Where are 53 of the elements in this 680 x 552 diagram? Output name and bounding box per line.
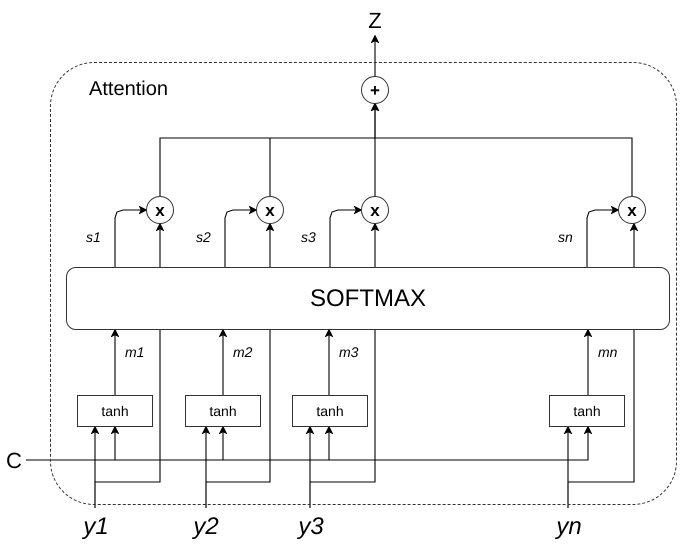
node-label: tanh xyxy=(101,403,129,419)
operator-circle xyxy=(361,76,389,104)
tanh-box xyxy=(292,395,368,427)
arrow xyxy=(324,328,334,395)
operator-circle xyxy=(361,196,389,224)
arrow xyxy=(218,328,228,395)
operator-circle xyxy=(256,196,284,224)
softmax-box xyxy=(66,267,670,330)
input-label: y2 xyxy=(190,508,222,546)
connector-line xyxy=(309,330,376,508)
arrow xyxy=(630,222,638,267)
arrow xyxy=(266,222,274,267)
operator-symbol: x xyxy=(265,202,275,218)
input-label: C xyxy=(2,447,26,475)
operator-symbol: x xyxy=(155,202,165,218)
input-label: y1 xyxy=(80,508,112,546)
arrow xyxy=(110,328,120,395)
tanh-box xyxy=(549,395,625,427)
tanh-box xyxy=(185,395,261,427)
operator-symbol: + xyxy=(370,82,380,98)
group-title: Attention xyxy=(89,78,168,101)
arrow xyxy=(26,426,592,461)
dashed-container xyxy=(50,62,677,505)
edge-label: s3 xyxy=(300,229,317,245)
arrow xyxy=(156,222,164,267)
arrow xyxy=(584,328,592,395)
arrow xyxy=(224,206,258,267)
arrow xyxy=(586,206,620,267)
edge-label: s1 xyxy=(85,229,102,245)
edge-label: m2 xyxy=(232,344,254,360)
output-label: Z xyxy=(363,6,387,36)
node-label: tanh xyxy=(316,403,344,419)
operator-circle xyxy=(618,196,646,224)
operator-circle xyxy=(146,196,174,224)
arrow xyxy=(114,206,148,267)
operator-symbol: x xyxy=(627,202,637,218)
arrow xyxy=(370,102,633,196)
node-label: SOFTMAX xyxy=(310,284,426,312)
edge-label: m3 xyxy=(338,344,360,360)
input-label: yn xyxy=(552,508,586,546)
tanh-box xyxy=(77,395,153,427)
connector-line xyxy=(94,330,161,508)
input-label: y3 xyxy=(295,508,327,546)
operator-symbol: x xyxy=(370,202,380,218)
node-label: tanh xyxy=(209,403,237,419)
edge-label: m1 xyxy=(124,344,146,360)
connector-line xyxy=(567,330,635,508)
node-label: tanh xyxy=(573,403,601,419)
connector-line xyxy=(205,330,271,508)
arrow xyxy=(329,206,362,267)
edge-label: s2 xyxy=(195,229,212,245)
arrow xyxy=(370,222,380,267)
arrow xyxy=(370,34,380,76)
